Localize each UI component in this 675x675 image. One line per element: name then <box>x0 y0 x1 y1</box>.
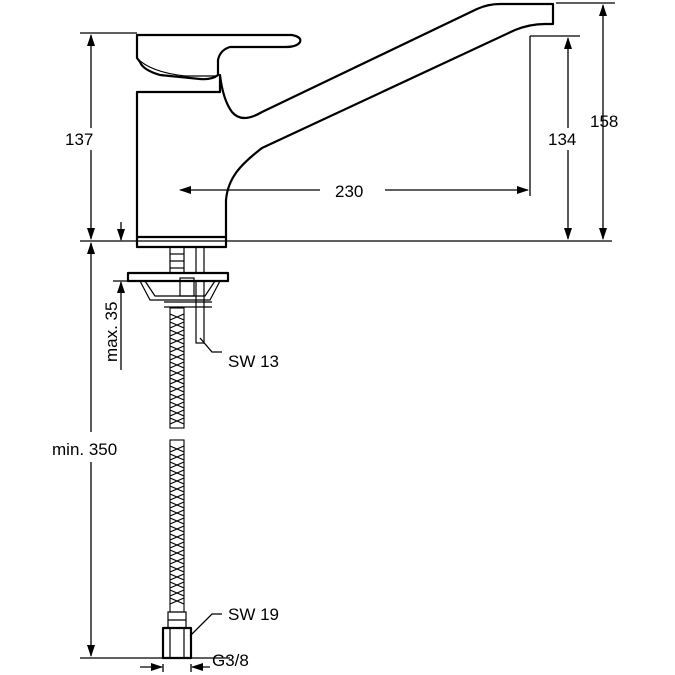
callout-sw19-label: SW 19 <box>228 605 279 624</box>
dimension-158: 158 <box>590 4 618 240</box>
braided-hose <box>161 307 193 660</box>
base-ring <box>135 235 228 249</box>
dimension-158-label: 158 <box>590 112 618 131</box>
extension-lines <box>80 2 615 659</box>
dimension-134-label: 134 <box>548 130 576 149</box>
callout-sw13: SW 13 <box>199 337 279 371</box>
dimension-230-label: 230 <box>335 182 363 201</box>
dimension-134: 134 <box>545 37 585 240</box>
dimension-137: 137 <box>62 34 108 240</box>
dimension-max-35-label: max. 35 <box>102 302 121 362</box>
dimension-min-350: min. 350 <box>52 242 117 657</box>
callout-sw19: SW 19 <box>189 605 279 637</box>
lever-handle <box>135 33 302 81</box>
mounting-hardware <box>126 246 230 344</box>
callout-thread: G3/8 <box>140 651 249 672</box>
dimension-max-35: max. 35 <box>102 222 140 370</box>
callout-thread-label: G3/8 <box>212 651 249 670</box>
dimension-230: 230 <box>179 182 529 201</box>
dimension-min-350-label: min. 350 <box>52 440 117 459</box>
dimension-137-label: 137 <box>65 130 93 149</box>
callout-sw13-label: SW 13 <box>228 352 279 371</box>
